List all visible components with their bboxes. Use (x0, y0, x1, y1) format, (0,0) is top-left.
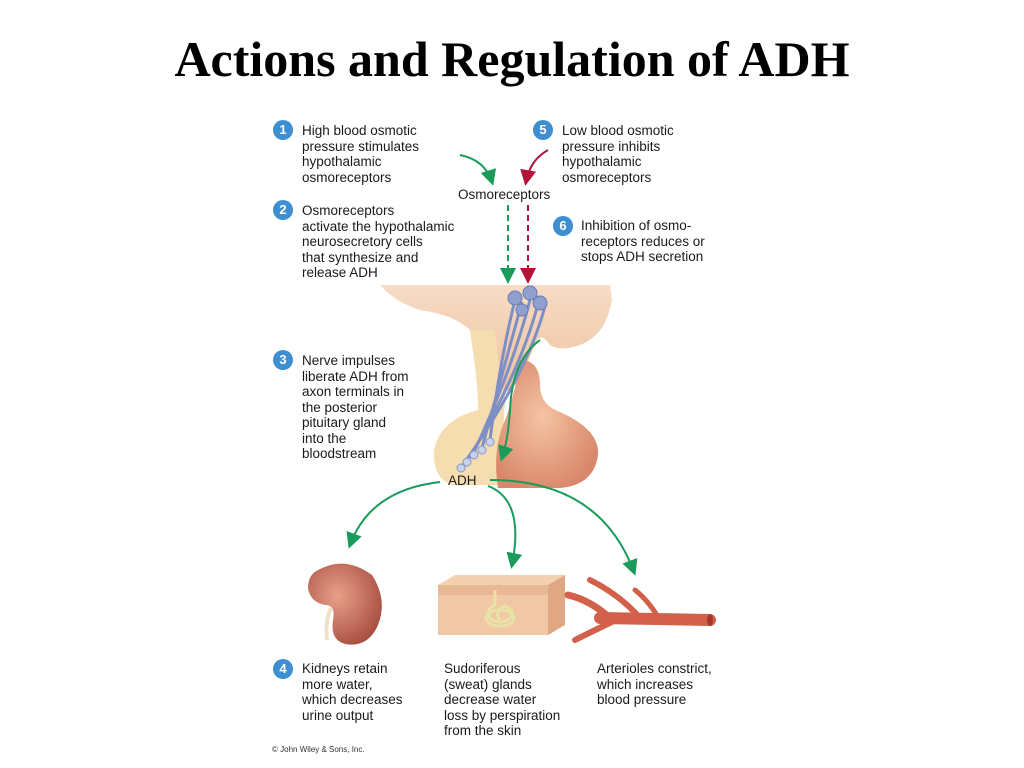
stimulate-arrow (459, 154, 496, 186)
step-4-badge: 4 (273, 659, 293, 679)
nerve-impulse-arrow (498, 339, 541, 462)
step-5-label: Low blood osmotic pressure inhibits hypo… (562, 123, 674, 185)
step-6-text: Inhibition of osmo- receptors reduces or… (581, 218, 751, 265)
step-2-badge: 2 (273, 200, 293, 220)
adh-to-skin-arrow (487, 485, 523, 569)
step-3-label: Nerve impulses liberate ADH from axon te… (302, 353, 409, 461)
sweat-gland-effect-text: Sudoriferous (sweat) glands decrease wat… (444, 661, 594, 739)
step-2-label: Osmoreceptors activate the hypothalamic … (302, 203, 455, 280)
axon-terminals (456, 437, 495, 473)
osmoreceptors-label: Osmoreceptors (458, 187, 551, 202)
kidney-illustration (308, 563, 382, 645)
step-6-badge: 6 (553, 216, 573, 236)
step-3-badge: 3 (273, 350, 293, 370)
step-4-label: Kidneys retain more water, which decreas… (302, 661, 403, 723)
arterioles-effect-text: Arterioles constrict, which increases bl… (597, 661, 757, 708)
step-5-text: Low blood osmotic pressure inhibits hypo… (562, 123, 722, 185)
inhibit-arrow (520, 149, 549, 186)
step-1-text: High blood osmotic pressure stimulates h… (302, 123, 462, 185)
step-3-text: Nerve impulses liberate ADH from axon te… (302, 353, 442, 462)
adh-to-kidney-arrow (346, 481, 441, 549)
neurosecretory-axons (460, 299, 547, 467)
step-5-badge: 5 (533, 120, 553, 140)
sweat-gland-effect-label: Sudoriferous (sweat) glands decrease wat… (444, 661, 561, 738)
skin-illustration (438, 575, 565, 635)
adh-to-arterioles-arrow (489, 479, 638, 576)
posterior-pituitary-illustration (433, 330, 505, 485)
step-6-label: Inhibition of osmo- receptors reduces or… (581, 218, 705, 264)
copyright-notice: © John Wiley & Sons, Inc. (272, 745, 365, 754)
arterioles-effect-label: Arterioles constrict, which increases bl… (597, 661, 712, 707)
step-4-text: Kidneys retain more water, which decreas… (302, 661, 437, 723)
step-1-badge: 1 (273, 120, 293, 140)
step-1-label: High blood osmotic pressure stimulates h… (302, 123, 420, 185)
page-title: Actions and Regulation of ADH (174, 31, 850, 87)
adh-label: ADH (448, 473, 477, 488)
step-2-text: Osmoreceptors activate the hypothalamic … (302, 203, 502, 281)
arteriole-illustration (564, 577, 716, 643)
neuron-cell-bodies (507, 285, 548, 317)
anterior-pituitary-illustration (496, 360, 599, 488)
